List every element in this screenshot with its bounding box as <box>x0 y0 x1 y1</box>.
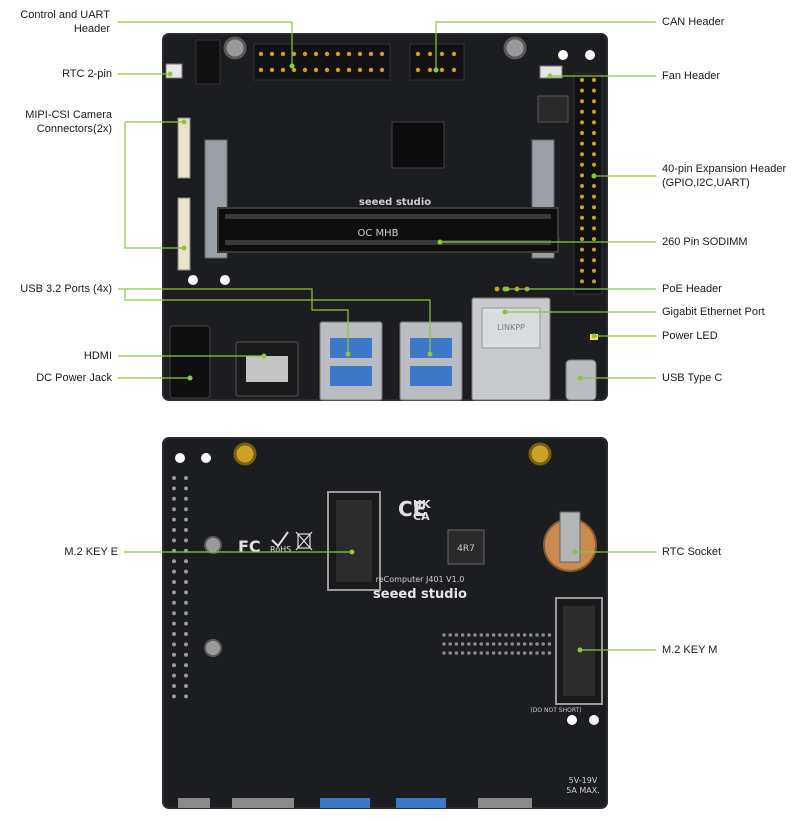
brand-silk: seeed studio <box>359 197 431 208</box>
checkmark-icon <box>271 531 289 548</box>
mipi-csi-connector-2 <box>177 197 191 271</box>
label-power-led: Power LED <box>662 330 718 342</box>
label-hdmi: HDMI <box>83 350 112 362</box>
ethernet-port: LINKPP <box>471 297 551 401</box>
rohs-mark: RoHS <box>270 545 291 554</box>
gold-mount-hole-icon <box>233 442 257 466</box>
label-expansion: 40-pin Expansion Header (GPIO,I2C,UART) <box>662 162 786 190</box>
m2-key-e-slot <box>327 491 381 591</box>
soc-chip <box>391 121 445 169</box>
label-dc-jack: DC Power Jack <box>36 372 112 384</box>
leader-lines <box>118 21 656 651</box>
control-uart-header <box>253 43 391 81</box>
label-control-uart-line1: Control and UART <box>20 9 110 21</box>
mount-hole-icon <box>223 36 247 60</box>
ukca-mark-2: CA <box>413 510 430 523</box>
inductor <box>537 95 569 123</box>
sodimm-slot: OC MHB seeed studio <box>204 139 559 259</box>
mipi-csi-connector-1 <box>177 117 191 179</box>
model-silk: reComputer J401 V1.0 <box>376 575 465 584</box>
label-mipi-csi-line1: MIPI-CSI Camera <box>25 109 112 121</box>
ukca-mark-1: UK <box>413 498 431 511</box>
expansion-pins-underside <box>172 476 188 699</box>
label-m2-key-e: M.2 KEY E <box>64 546 118 558</box>
label-m2-key-m: M.2 KEY M <box>662 644 718 656</box>
ce-mark: CE <box>398 497 426 521</box>
label-ethernet: Gigabit Ethernet Port <box>662 306 765 318</box>
label-mipi-csi-line2: Connectors(2x) <box>36 123 112 135</box>
mount-hole-icon <box>503 36 527 60</box>
fc-mark: FC <box>238 537 261 556</box>
label-rtc-2pin: RTC 2-pin <box>62 68 112 80</box>
leader-endpoints <box>167 63 597 653</box>
label-mipi-csi: MIPI-CSI Camera Connectors(2x) <box>0 108 112 136</box>
label-rtc-socket: RTC Socket <box>662 546 722 558</box>
top-board: OC MHB seeed studio LINKPP <box>162 33 608 401</box>
label-can-header: CAN Header <box>662 16 725 28</box>
usb32-ports <box>319 321 463 401</box>
brand-silk-bottom: seeed studio <box>373 587 467 602</box>
label-fan-header: Fan Header <box>662 70 721 82</box>
rtc-socket <box>543 511 597 572</box>
label-expansion-line1: 40-pin Expansion Header <box>662 163 787 175</box>
label-sodimm: 260 Pin SODIMM <box>662 236 748 248</box>
inductor-silk: 4R7 <box>457 544 475 554</box>
do-not-short-silk: (DO NOT SHORT) <box>530 707 581 714</box>
power-spec-2: 5A MAX. <box>566 786 600 795</box>
label-control-uart: Control and UART Header <box>0 8 110 36</box>
weee-bin-icon <box>295 531 313 551</box>
label-poe: PoE Header <box>662 283 722 295</box>
gold-mount-hole-icon <box>528 442 552 466</box>
bottom-board: CE UK CA FC RoHS 4R7 reComputer J401 V1.… <box>162 437 608 809</box>
power-spec-1: 5V-19V <box>569 776 598 785</box>
label-control-uart-line2: Header <box>73 23 110 35</box>
test-pad-field <box>442 633 552 655</box>
label-usb32: USB 3.2 Ports (4x) <box>20 283 112 295</box>
mount-hole-icon <box>204 536 222 554</box>
j17-header <box>195 39 221 85</box>
expansion-header-40pin <box>573 73 603 295</box>
mount-hole-icon <box>204 639 222 657</box>
ethernet-brand-silk: LINKPP <box>497 323 525 332</box>
slot-mark: OC MHB <box>357 228 398 239</box>
dc-power-jack <box>169 325 211 399</box>
can-header <box>409 43 465 81</box>
hdmi-port <box>235 341 299 397</box>
label-expansion-line2: (GPIO,I2C,UART) <box>662 177 750 189</box>
label-usbc: USB Type C <box>662 372 723 384</box>
inductor-bottom: 4R7 <box>447 529 485 565</box>
